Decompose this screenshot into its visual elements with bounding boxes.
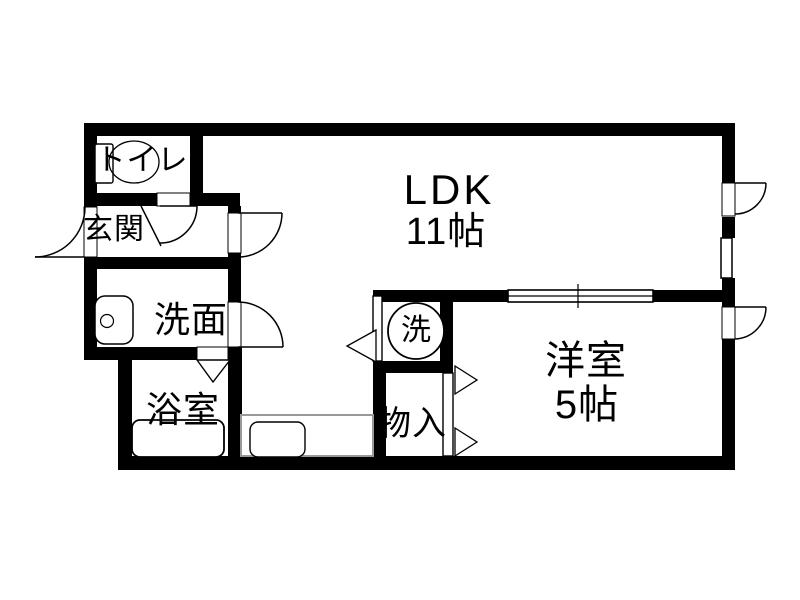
- washroom-label: 洗面: [153, 299, 229, 340]
- wall-toilet-right: [190, 136, 203, 206]
- laundry-folddoor-icon: [345, 328, 377, 364]
- storage-door-panel: [442, 372, 454, 457]
- storage-folddoor-icon-1: [454, 364, 479, 396]
- entrance-door-opening: [83, 206, 98, 258]
- ldk-size-label: 11帖: [405, 211, 487, 253]
- wall-storage-left: [373, 361, 386, 456]
- washroom-door-arc: [237, 301, 284, 348]
- wall-right-4: [722, 339, 735, 470]
- wall-ldk-west-b: [653, 290, 722, 302]
- bathroom-label: 浴室: [145, 389, 221, 430]
- toilet-door-arc: [159, 205, 198, 244]
- toilet-label: トイレ: [95, 144, 189, 177]
- wall-right-2: [722, 217, 735, 238]
- toilet-tank-icon: [94, 143, 114, 184]
- hall-ldk-door-opening: [227, 212, 242, 254]
- kitchen-sink-icon: [249, 421, 306, 458]
- windows: [507, 237, 733, 308]
- western-room-label: 洋室: [545, 339, 627, 383]
- wall-bathroom-top: [84, 347, 197, 360]
- wall-washroom-top: [84, 257, 240, 269]
- bathroom-folddoor-icon: [195, 359, 232, 384]
- western-ext-door-arc: [734, 306, 767, 340]
- wall-right-3: [722, 278, 735, 307]
- washbasin-drain-icon: [99, 313, 115, 329]
- ldk-exterior-door-opening: [721, 182, 736, 217]
- wall-hall-top: [190, 193, 240, 206]
- wall-left-upper: [84, 123, 97, 207]
- wall-top: [84, 123, 735, 136]
- wall-left-lower: [84, 257, 97, 360]
- washing-machine-symbol: [387, 302, 445, 360]
- storage-folddoor-icon-2: [454, 426, 479, 458]
- entrance-door-arc: [34, 206, 86, 258]
- western-room-size-label: 5帖: [554, 383, 620, 427]
- wall-bathroom-left: [118, 360, 132, 456]
- wall-laundry-right: [440, 290, 453, 373]
- ldk-ext-door-arc: [734, 182, 767, 215]
- fixtures: [94, 140, 445, 458]
- door-swings: [34, 182, 767, 348]
- toilet-door-opening: [156, 192, 191, 207]
- bathtub-icon: [131, 419, 225, 458]
- bathroom-door-opening: [196, 346, 229, 361]
- closet-doors: [195, 295, 479, 458]
- washing-machine-label: 洗: [401, 314, 431, 347]
- laundry-door-panel: [372, 295, 383, 362]
- wall-closet-divider: [373, 361, 453, 373]
- door-openings: [83, 182, 736, 361]
- wall-corridor-d: [228, 347, 242, 456]
- ldk-label: LDK: [403, 166, 495, 213]
- right-wall-window-icon: [720, 237, 733, 279]
- walls: [84, 123, 735, 470]
- hall-door-arc: [237, 212, 283, 258]
- toilet-bowl-icon: [108, 140, 160, 184]
- wall-right-1: [722, 123, 735, 183]
- entrance-label: 玄関: [83, 213, 145, 246]
- wall-toilet-bottom: [84, 193, 157, 206]
- washroom-door-opening: [227, 301, 242, 348]
- wall-corridor-a: [228, 206, 241, 215]
- western-exterior-door-opening: [721, 306, 736, 340]
- wall-corridor-c: [228, 269, 241, 302]
- storage-label: 物入: [377, 405, 447, 443]
- entrance-step-line: [140, 205, 162, 247]
- wall-bottom: [118, 456, 735, 470]
